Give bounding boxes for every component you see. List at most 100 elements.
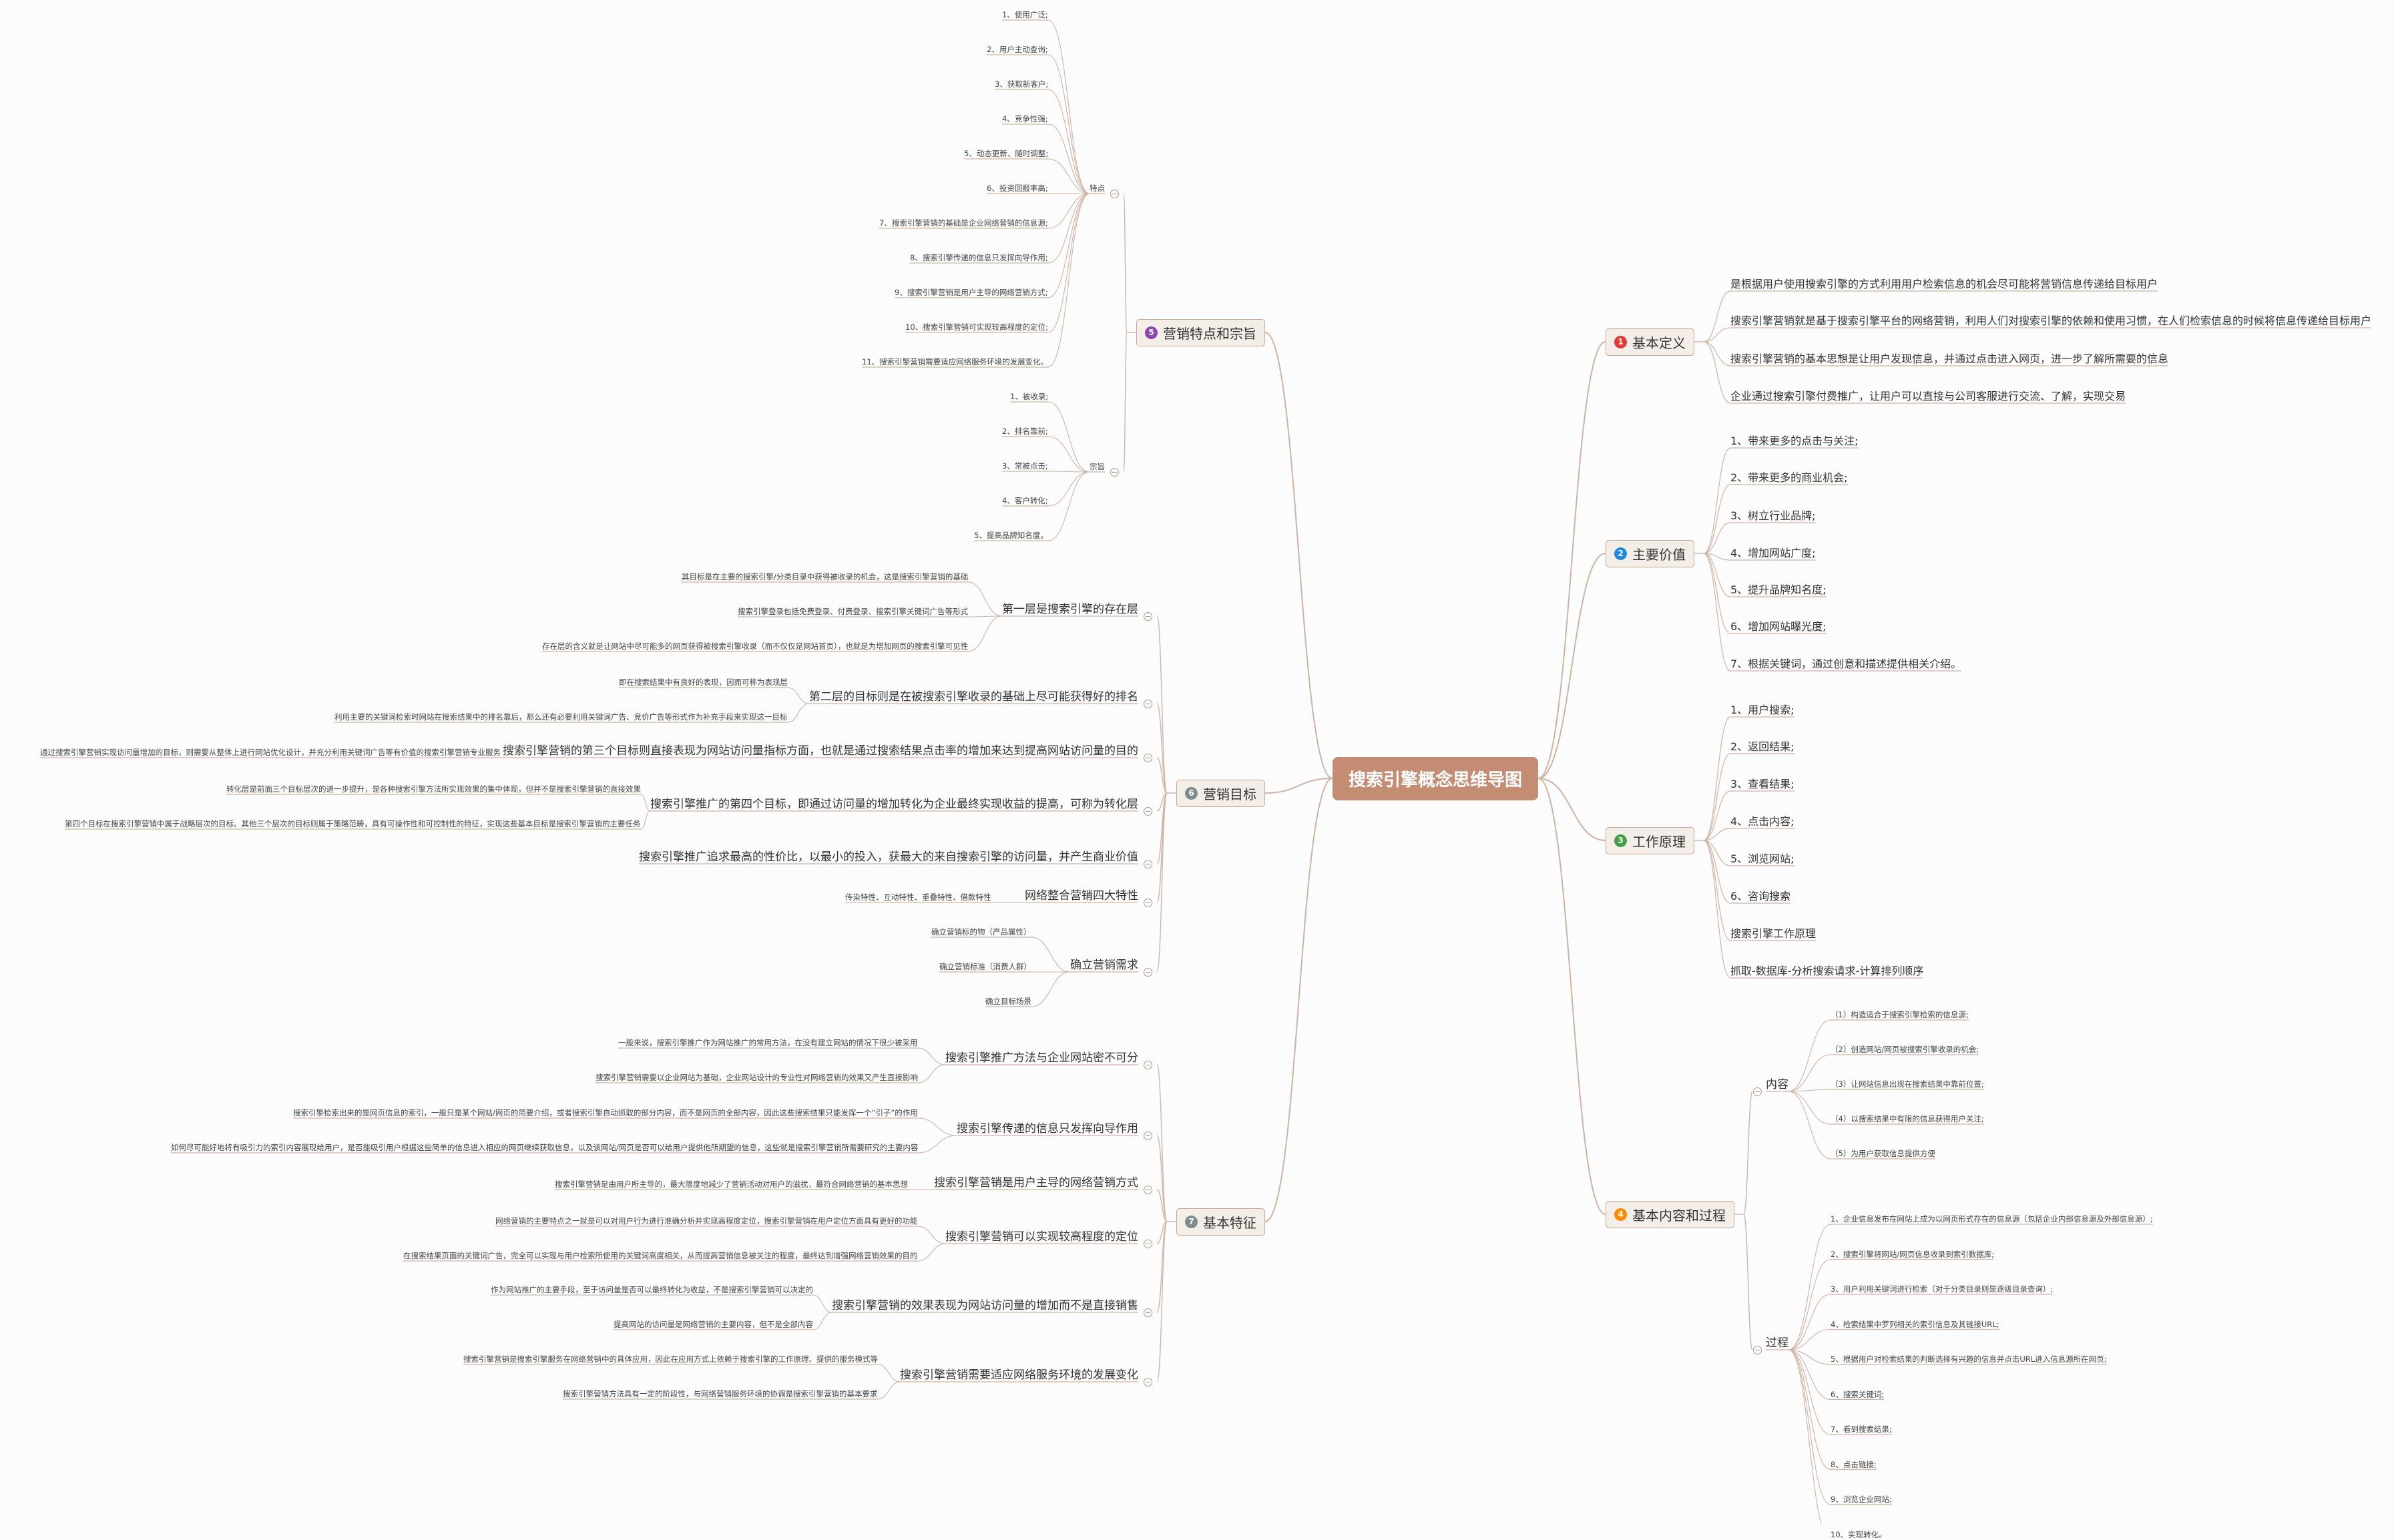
leaf-text: 搜索引擎营销方法具有一定的阶段性，与网络营销服务环境的协调是搜索引擎营销的基本要… xyxy=(563,1389,878,1398)
collapse-toggle[interactable] xyxy=(1143,1377,1152,1386)
connector xyxy=(1156,615,1168,794)
leaf-text: 10、搜索引擎营销可实现较高程度的定位; xyxy=(905,322,1049,332)
leaf-text: 第四个目标在搜索引擎营销中属于战略层次的目标。其他三个层次的目标则属于策略范畴，… xyxy=(65,819,641,828)
collapse-toggle[interactable] xyxy=(1143,859,1152,868)
connector xyxy=(1047,471,1090,473)
leaf-text: 3、获取新客户; xyxy=(995,79,1049,89)
collapse-toggle[interactable] xyxy=(1143,967,1152,977)
connector xyxy=(1788,1054,1831,1092)
connector xyxy=(1123,193,1128,333)
collapse-toggle[interactable] xyxy=(1143,753,1152,762)
leaf-text: 9、搜索引擎营销是用户主导的网络营销方式; xyxy=(895,288,1048,297)
connector xyxy=(1703,553,1731,597)
connector xyxy=(1156,1221,1168,1382)
connector xyxy=(640,794,651,812)
collapse-toggle[interactable] xyxy=(1752,1345,1762,1354)
priority-1-icon: 1 xyxy=(1614,335,1627,348)
leaf-text: 1、企业信息发布在网站上成为以网页形式存在的信息源（包括企业内部信息源及外部信息… xyxy=(1831,1214,2153,1224)
leaf-text: 确立营销标准（消费人群） xyxy=(939,962,1031,971)
collapse-toggle[interactable] xyxy=(1143,1239,1152,1248)
collapse-toggle[interactable] xyxy=(1110,189,1119,198)
connector xyxy=(1788,1224,1831,1350)
subtopic[interactable]: 搜索引擎传递的信息只发挥向导作用 xyxy=(957,1122,1138,1135)
connector xyxy=(1047,193,1090,368)
leaf-text: 4、竞争性强; xyxy=(1002,114,1048,123)
subtopic[interactable]: 搜索引擎营销需要适应网络服务环境的发展变化 xyxy=(900,1368,1138,1382)
connector xyxy=(1047,54,1090,194)
connector xyxy=(1156,703,1168,794)
subtopic[interactable]: 网络整合营销四大特性 xyxy=(1025,889,1138,903)
connector xyxy=(1537,341,1606,779)
connector xyxy=(787,687,810,704)
connector xyxy=(917,1047,946,1065)
connector xyxy=(1788,1349,1822,1525)
connector xyxy=(1703,840,1731,979)
connector xyxy=(1031,937,1071,973)
subtopic[interactable]: 第二层的目标则是在被搜索引擎收录的基础上尽可能获得好的排名 xyxy=(809,690,1138,704)
subtopic[interactable]: 确立营销需求 xyxy=(1070,959,1138,972)
collapse-toggle[interactable] xyxy=(1143,611,1152,621)
subtopic-内容[interactable]: 内容 xyxy=(1766,1078,1788,1091)
collapse-toggle[interactable] xyxy=(1143,1185,1152,1194)
connector xyxy=(967,615,1003,652)
leaf-text: 3、树立行业品牌; xyxy=(1730,509,1816,522)
leaf-text: 5、提高品牌知名度。 xyxy=(974,531,1048,540)
collapse-toggle[interactable] xyxy=(1143,898,1152,907)
leaf-text: 转化层是前面三个目标层次的进一步提升，是各种搜索引擎方法所实现效果的集中体现，但… xyxy=(226,784,641,794)
connector xyxy=(917,1135,957,1153)
collapse-toggle[interactable] xyxy=(1143,806,1152,816)
subtopic[interactable]: 搜索引擎推广追求最高的性价比，以最小的投入，获最大的来自搜索引擎的访问量，并产生… xyxy=(639,850,1138,864)
connector xyxy=(1156,1064,1168,1222)
collapse-toggle[interactable] xyxy=(1143,1131,1152,1140)
central-topic[interactable]: 搜索引擎概念思维导图 xyxy=(1333,756,1539,800)
connector xyxy=(1743,1214,1753,1350)
leaf-text: 3、常被点击; xyxy=(1002,461,1048,471)
subtopic[interactable]: 宗旨 xyxy=(1090,462,1105,471)
leaf-text: 搜索引擎登录包括免费登录、付费登录、搜索引擎关键词广告等形式 xyxy=(738,607,968,616)
connector xyxy=(1788,1091,1831,1160)
main-topic-label: 主要价值 xyxy=(1632,546,1686,563)
subtopic[interactable]: 搜索引擎推广的第四个目标，即通过访问量的增加转化为企业最终实现收益的提高，可称为… xyxy=(650,798,1138,811)
priority-5-icon: 5 xyxy=(1145,326,1158,339)
subtopic[interactable]: 搜索引擎营销的效果表现为网站访问量的增加而不是直接销售 xyxy=(832,1299,1138,1312)
subtopic[interactable]: 搜索引擎推广方法与企业网站密不可分 xyxy=(945,1051,1138,1065)
leaf-text: （4）以搜索结果中有限的信息获得用户关注; xyxy=(1831,1114,1984,1123)
collapse-toggle[interactable] xyxy=(1110,467,1119,477)
connector xyxy=(1047,123,1090,194)
connector xyxy=(1156,1189,1168,1222)
subtopic[interactable]: 第一层是搜索引擎的存在层 xyxy=(1002,603,1138,616)
connector xyxy=(1703,553,1731,672)
subtopic[interactable]: 搜索引擎营销的第三个目标则直接表现为网站访问量指标方面，也就是通过搜索结果点击率… xyxy=(503,744,1138,758)
connector xyxy=(1537,778,1606,841)
connector xyxy=(1703,840,1731,904)
connector xyxy=(1537,778,1606,1215)
connector xyxy=(1047,193,1090,333)
collapse-toggle[interactable] xyxy=(1143,1060,1152,1069)
connector xyxy=(1537,553,1606,779)
leaf-text: 3、查看结果; xyxy=(1730,778,1794,790)
connector xyxy=(1047,193,1090,264)
subtopic[interactable]: 搜索引擎营销可以实现较高程度的定位 xyxy=(945,1230,1138,1244)
collapse-toggle[interactable] xyxy=(1143,699,1152,708)
subtopic[interactable]: 特点 xyxy=(1090,184,1105,193)
subtopic[interactable]: 搜索引擎营销是用户主导的网络营销方式 xyxy=(934,1176,1138,1190)
connector xyxy=(1703,553,1731,561)
connector xyxy=(1047,193,1090,298)
subtopic-过程[interactable]: 过程 xyxy=(1766,1336,1788,1350)
collapse-toggle[interactable] xyxy=(1752,1087,1762,1096)
leaf-text: 1、用户搜索; xyxy=(1730,704,1794,716)
connector xyxy=(1788,1294,1831,1350)
leaf-text: 2、搜索引擎将网站/网页信息收录到索引数据库; xyxy=(1831,1249,1995,1259)
leaf-text: 9、浏览企业网站; xyxy=(1831,1495,1892,1504)
leaf-text: 5、动态更新、随时调整; xyxy=(964,149,1049,158)
connector xyxy=(1047,89,1090,194)
collapse-toggle[interactable] xyxy=(1143,1308,1152,1317)
connector xyxy=(1703,341,1731,366)
